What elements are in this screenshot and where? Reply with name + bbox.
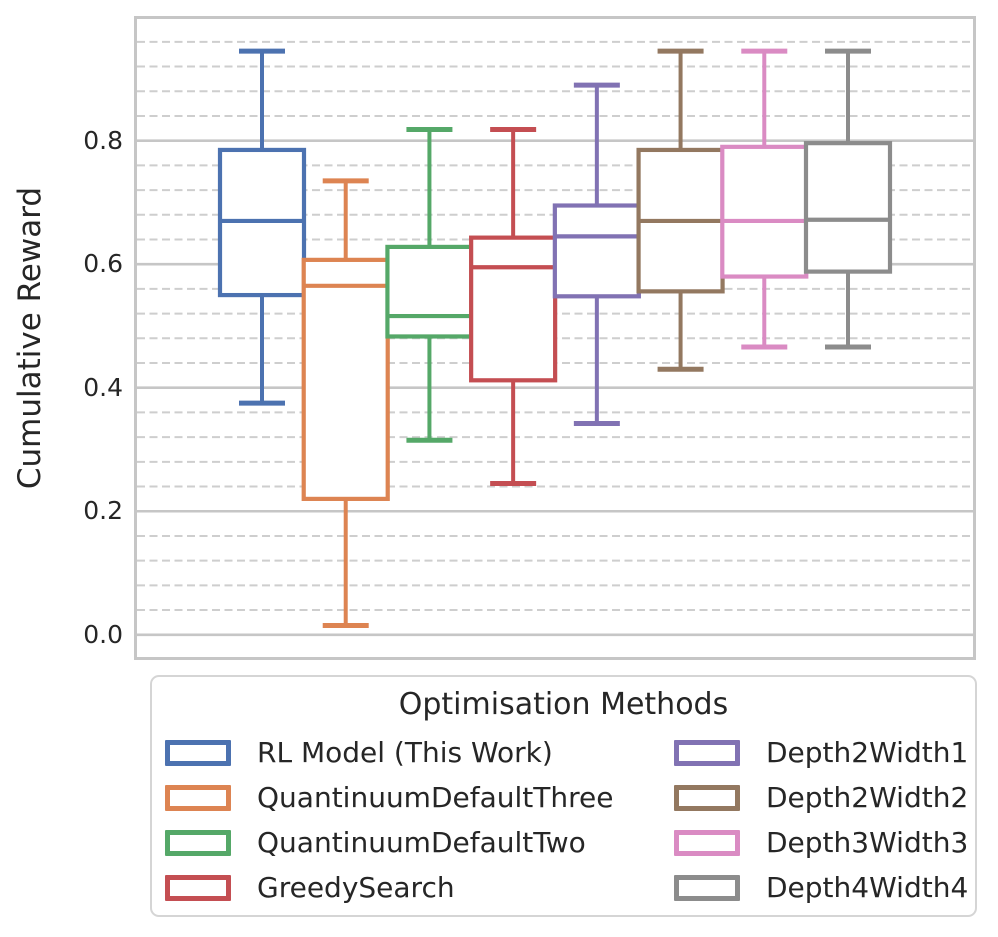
legend-swatch-icon xyxy=(674,740,740,766)
legend-entry-depth2width1: Depth2Width1 xyxy=(674,739,968,767)
legend-entry-quantinuumdefaultthree: QuantinuumDefaultThree xyxy=(165,784,613,812)
legend-entry-greedysearch: GreedySearch xyxy=(165,874,455,902)
legend-label: Depth2Width1 xyxy=(766,736,969,769)
box-depth4width4 xyxy=(803,48,893,350)
iqr-box xyxy=(803,141,893,274)
legend-swatch-icon xyxy=(165,830,231,856)
box-depth2width1 xyxy=(552,82,641,427)
y-tick-label-0.8: 0.8 xyxy=(83,125,123,155)
legend-swatch-icon xyxy=(165,740,231,766)
y-tick-label-0.6: 0.6 xyxy=(83,249,123,279)
legend-entry-depth3width3: Depth3Width3 xyxy=(674,829,968,857)
legend-swatch-icon xyxy=(674,785,740,811)
legend-swatch-icon xyxy=(165,785,231,811)
legend-swatch-icon xyxy=(674,830,740,856)
legend-label: GreedySearch xyxy=(257,871,455,904)
iqr-box xyxy=(385,244,474,339)
box-rl-model-this-work xyxy=(217,48,307,406)
legend-entry-depth2width2: Depth2Width2 xyxy=(674,784,968,812)
box-depth3width3 xyxy=(720,48,809,350)
legend-entry-quantinuumdefaulttwo: QuantinuumDefaultTwo xyxy=(165,829,586,857)
box-greedysearch xyxy=(469,127,558,486)
iqr-box xyxy=(720,144,809,279)
y-tick-label-0.0: 0.0 xyxy=(83,619,123,649)
legend-entry-depth4width4: Depth4Width4 xyxy=(674,874,968,902)
y-axis-label: Cumulative Reward xyxy=(12,186,48,490)
y-tick-label-0.4: 0.4 xyxy=(83,372,123,402)
legend-label: QuantinuumDefaultThree xyxy=(257,781,614,814)
legend-label: Depth3Width3 xyxy=(766,826,969,859)
legend-swatch-icon xyxy=(674,875,740,901)
box-quantinuumdefaultthree xyxy=(301,178,390,629)
iqr-box xyxy=(552,203,641,299)
y-tick-label-0.2: 0.2 xyxy=(83,496,123,526)
legend-label: Depth4Width4 xyxy=(766,871,969,904)
iqr-box xyxy=(301,257,390,501)
legend-title: Optimisation Methods xyxy=(398,687,729,722)
box-quantinuumdefaulttwo xyxy=(385,127,474,443)
legend-label: Depth2Width2 xyxy=(766,781,969,814)
legend-label: RL Model (This Work) xyxy=(257,736,553,769)
legend: Optimisation Methods RL Model (This Work… xyxy=(150,675,977,917)
boxplot-canvas xyxy=(137,40,973,637)
plot-area xyxy=(134,16,976,660)
legend-label: QuantinuumDefaultTwo xyxy=(257,826,586,859)
box-depth2width2 xyxy=(636,48,725,372)
iqr-box xyxy=(469,235,558,383)
legend-swatch-icon xyxy=(165,875,231,901)
legend-entry-rl-model-this-work: RL Model (This Work) xyxy=(165,739,553,767)
